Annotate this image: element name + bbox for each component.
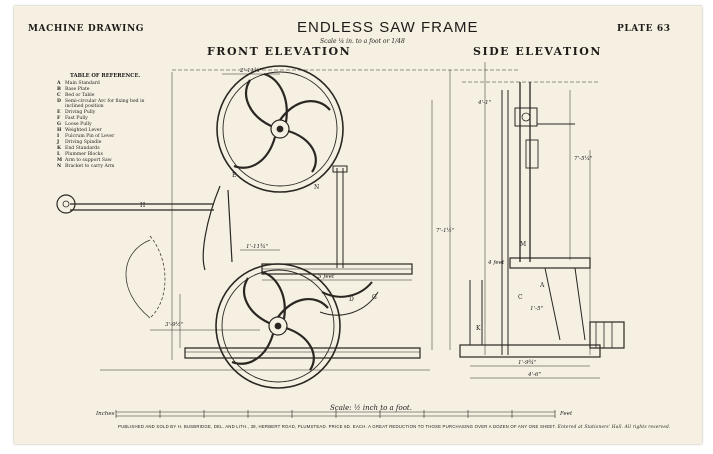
dim-side-top: 4'-1"	[477, 100, 492, 106]
label-e: E	[232, 172, 236, 179]
plate-title: ENDLESS SAW FRAME	[297, 19, 479, 36]
paper	[14, 6, 702, 444]
dim-base-overall: 4'-6"	[527, 372, 542, 378]
label-d: D	[349, 296, 354, 303]
lower-pulley	[215, 263, 341, 389]
label-a: A	[539, 282, 545, 289]
dim-table-width: 5 feet	[318, 274, 335, 280]
publisher-text: PUBLISHED AND SOLD BY H. BUSBRIDGE, DEL.…	[118, 424, 557, 429]
upper-pulley	[216, 65, 344, 193]
dim-arm-height: 7'-1½"	[436, 227, 455, 234]
scale-bar-middle-label: Scale: ½ inch to a foot.	[330, 404, 412, 412]
dim-side-table: 4 feet	[487, 260, 505, 266]
front-elevation-heading: FRONT ELEVATION	[207, 45, 352, 58]
scale-note: Scale ¼ in. to a foot or 1/48	[320, 38, 405, 45]
label-h: H	[140, 202, 145, 209]
dim-lower: 3'-9½"	[165, 321, 184, 328]
plate-number: PLATE 63	[617, 24, 671, 34]
label-m: M	[520, 241, 526, 248]
scale-bar-graphic	[115, 410, 556, 418]
publisher-footer: PUBLISHED AND SOLD BY H. BUSBRIDGE, DEL.…	[118, 424, 671, 430]
dim-top-width: 2'-11¾"	[239, 67, 263, 74]
side-elevation-heading: SIDE ELEVATION	[473, 45, 602, 58]
reference-table-title: TABLE OF REFERENCE.	[70, 73, 141, 79]
entered-note: Entered at Stationers' Hall.	[557, 425, 624, 430]
scale-bar-left-label: Inches	[95, 411, 115, 417]
rights-note: All rights reserved.	[624, 425, 671, 430]
scale-bar-right-label: Feet	[559, 411, 573, 417]
label-g: G	[372, 294, 377, 301]
header-subject: MACHINE DRAWING	[28, 24, 145, 34]
label-c: C	[518, 294, 523, 301]
label-n: N	[314, 184, 319, 191]
dim-side-mid: 1'-5"	[530, 306, 544, 312]
side-standard	[459, 82, 625, 358]
dim-side-height: 7'-5¼"	[574, 155, 593, 162]
reference-item: inclined position	[65, 104, 104, 109]
dim-base-width: 1'-9¾"	[518, 359, 537, 366]
dim-left-mid: 1'-11¾"	[246, 243, 269, 250]
label-k: K	[476, 325, 481, 332]
